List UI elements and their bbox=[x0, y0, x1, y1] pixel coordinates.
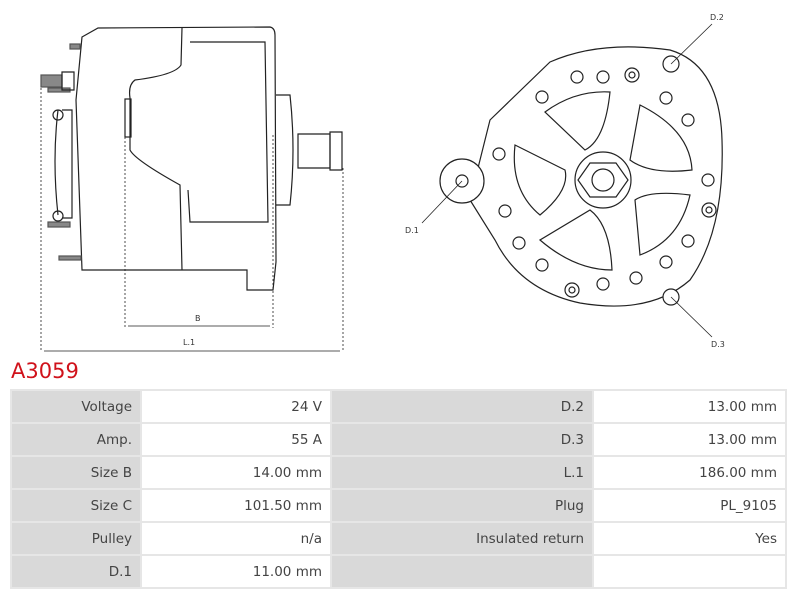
spec-value: 14.00 mm bbox=[142, 457, 330, 488]
spec-label bbox=[332, 556, 592, 587]
spec-label: Plug bbox=[332, 490, 592, 521]
spec-label: Size B bbox=[12, 457, 140, 488]
spec-value bbox=[594, 556, 785, 587]
spec-value: 13.00 mm bbox=[594, 391, 785, 422]
spec-label: Voltage bbox=[12, 391, 140, 422]
spec-value: 11.00 mm bbox=[142, 556, 330, 587]
spec-value: PL_9105 bbox=[594, 490, 785, 521]
d3-label: D.3 bbox=[711, 340, 725, 349]
alternator-technical-drawing: B L.1 D.2 D.3 D.1 bbox=[40, 13, 725, 352]
product-code: A3059 bbox=[11, 359, 79, 383]
spec-value: 55 A bbox=[142, 424, 330, 455]
dimension-b-label: B bbox=[195, 314, 201, 323]
spec-label: Amp. bbox=[12, 424, 140, 455]
d1-label: D.1 bbox=[405, 226, 419, 235]
spec-label: D.2 bbox=[332, 391, 592, 422]
spec-label: Pulley bbox=[12, 523, 140, 554]
spec-value: Yes bbox=[594, 523, 785, 554]
dimension-l1-label: L.1 bbox=[183, 338, 195, 347]
spec-label: D.1 bbox=[12, 556, 140, 587]
spec-value: 13.00 mm bbox=[594, 424, 785, 455]
spec-label: Size C bbox=[12, 490, 140, 521]
end-view: D.2 D.3 D.1 bbox=[405, 13, 725, 349]
spec-value: 186.00 mm bbox=[594, 457, 785, 488]
spec-value: 101.50 mm bbox=[142, 490, 330, 521]
d2-label: D.2 bbox=[710, 13, 724, 22]
spec-value: n/a bbox=[142, 523, 330, 554]
spec-label: L.1 bbox=[332, 457, 592, 488]
side-view: B L.1 bbox=[40, 26, 344, 352]
spec-label: Insulated return bbox=[332, 523, 592, 554]
spec-label: D.3 bbox=[332, 424, 592, 455]
spec-value: 24 V bbox=[142, 391, 330, 422]
